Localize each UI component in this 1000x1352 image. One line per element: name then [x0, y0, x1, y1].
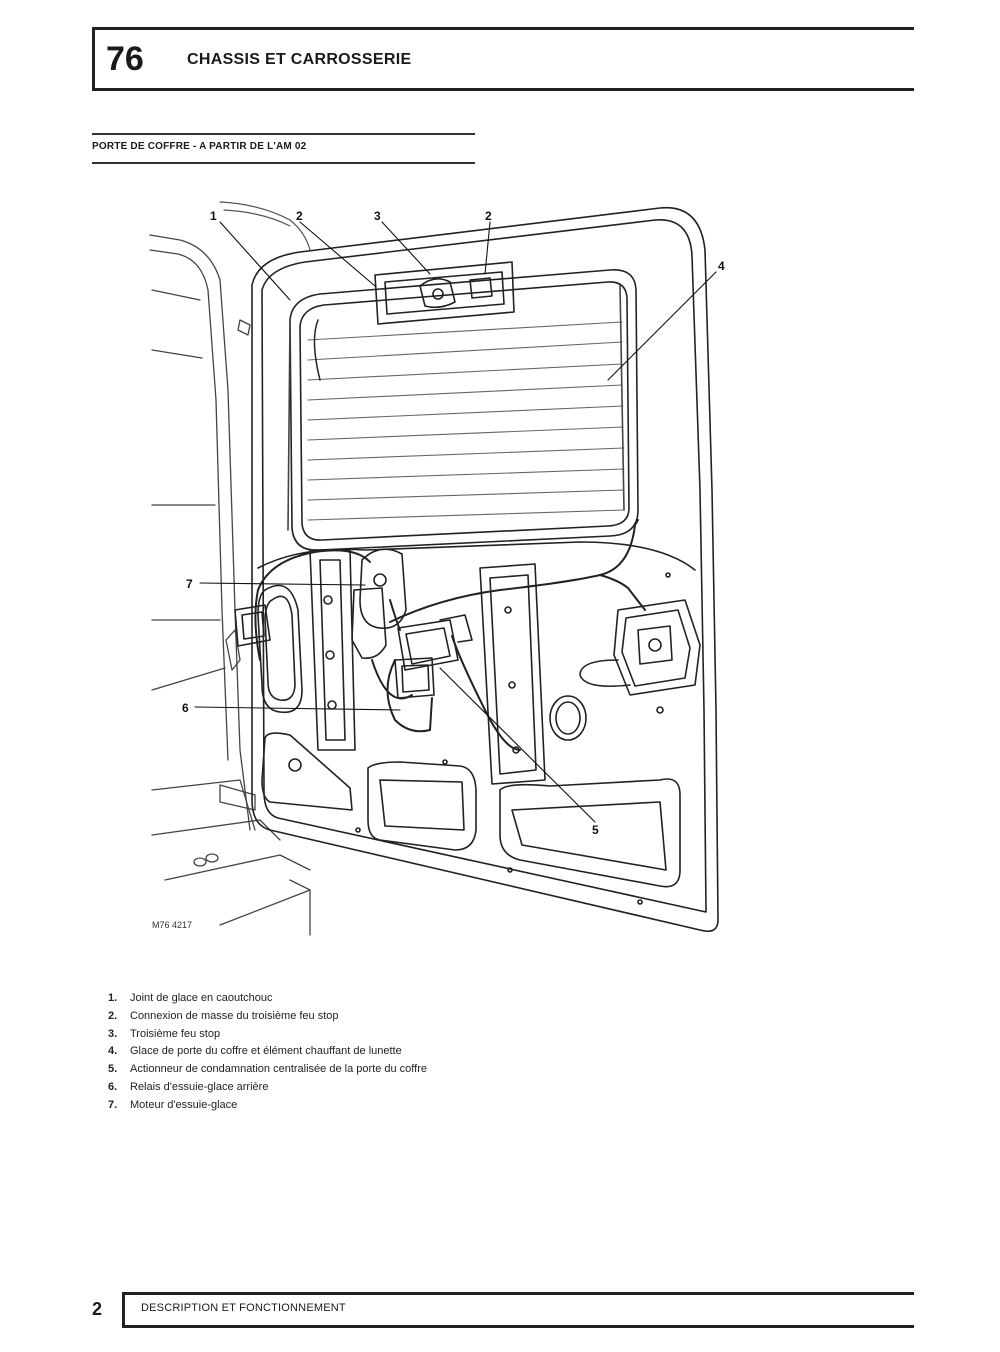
- legend-text: Joint de glace en caoutchouc: [130, 992, 273, 1004]
- callout-leader-lines: [194, 221, 717, 823]
- legend-number: 4.: [108, 1045, 118, 1058]
- callout-label-2: 2: [296, 209, 303, 223]
- legend-number: 6.: [108, 1080, 118, 1093]
- legend-item: 5. Actionneur de condamnation centralisé…: [108, 1061, 708, 1079]
- hinge-bracket: [234, 604, 271, 647]
- component-legend: 1. Joint de glace en caoutchouc 2. Conne…: [108, 990, 708, 1115]
- legend-number: 7.: [108, 1098, 118, 1111]
- page-number: 2: [92, 1299, 103, 1319]
- relay-module-center: [397, 614, 473, 671]
- footer-frame: [122, 1292, 914, 1328]
- legend-item: 1. Joint de glace en caoutchouc: [108, 990, 708, 1008]
- legend-text: Moteur d'essuie-glace: [130, 1098, 238, 1111]
- legend-number: 5.: [108, 1063, 118, 1076]
- legend-item: 3. Troisième feu stop: [108, 1026, 708, 1044]
- section-rule-top: [92, 133, 475, 135]
- legend-item: 6. Relais d'essuie-glace arrière: [108, 1079, 708, 1097]
- roof-wiring: [219, 201, 311, 251]
- chapter-title: CHASSIS ET CARROSSERIE: [187, 51, 412, 68]
- callout-label-2b: 2: [485, 209, 492, 223]
- chapter-header-frame: [92, 27, 914, 91]
- legend-number: 3.: [108, 1027, 118, 1040]
- vehicle-body-outline: [149, 234, 311, 936]
- callout-label-3: 3: [374, 209, 381, 223]
- legend-number: 1.: [108, 992, 118, 1004]
- legend-number: 2.: [108, 1009, 118, 1022]
- legend-text: Glace de porte du coffre et élément chau…: [130, 1045, 402, 1058]
- callout-label-6: 6: [182, 701, 189, 715]
- section-title: PORTE DE COFFRE - A PARTIR DE L'AM 02: [92, 141, 307, 152]
- callout-label-4: 4: [718, 259, 725, 273]
- legend-text: Connexion de masse du troisième feu stop: [130, 1009, 339, 1022]
- section-rule-bottom: [92, 162, 475, 164]
- tailgate-diagram: 1 2 3 2 4 7 6 5 M76 4217: [140, 190, 730, 950]
- tailgate-inner-panel: [257, 541, 696, 905]
- central-locking-actuator: [579, 599, 701, 696]
- legend-item: 2. Connexion de masse du troisième feu s…: [108, 1008, 708, 1026]
- chapter-number: 76: [106, 40, 144, 78]
- legend-text: Troisième feu stop: [130, 1027, 221, 1040]
- wiper-relay: [394, 657, 435, 699]
- legend-item: 7. Moteur d'essuie-glace: [108, 1097, 708, 1115]
- legend-text: Actionneur de condamnation centralisée d…: [130, 1063, 427, 1076]
- tailgate-outer-panel: [251, 206, 719, 933]
- wiper-motor: [351, 548, 407, 660]
- third-stop-lamp: [374, 261, 515, 325]
- callout-label-1: 1: [210, 209, 217, 223]
- footer-section-name: DESCRIPTION ET FONCTIONNEMENT: [141, 1302, 346, 1314]
- callout-label-7: 7: [186, 577, 193, 591]
- legend-text: Relais d'essuie-glace arrière: [130, 1080, 269, 1093]
- callout-label-5: 5: [592, 823, 599, 837]
- legend-item: 4. Glace de porte du coffre et élément c…: [108, 1043, 708, 1061]
- wiring-harness: [254, 319, 646, 751]
- rear-window-glass: [287, 269, 639, 551]
- figure-reference: M76 4217: [152, 920, 192, 930]
